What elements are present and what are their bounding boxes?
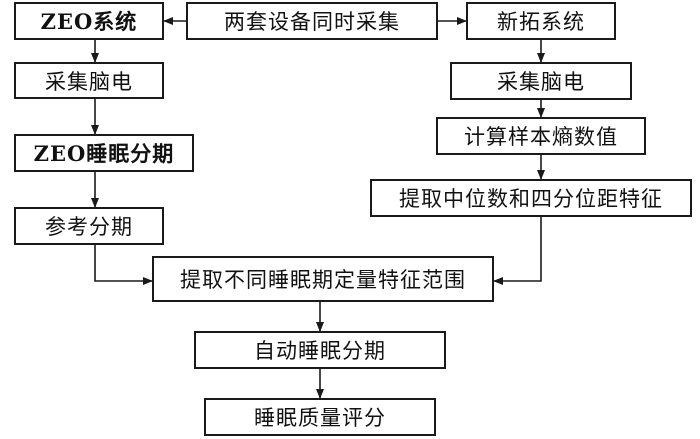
node-source-label: 两套设备同时采集 — [224, 10, 400, 34]
arrow-reference-staging-to-feature-range — [94, 245, 153, 285]
node-xintuo-eeg: 采集脑电 — [450, 62, 632, 100]
arrow-median-iqr-to-feature-range — [493, 217, 542, 285]
node-xintuo-system-label: 新拓系统 — [497, 10, 585, 34]
node-quality-score-label: 睡眠质量评分 — [254, 406, 386, 430]
node-sample-entropy-label: 计算样本熵数值 — [464, 125, 618, 149]
node-zeo-system: ZEO系统 — [14, 2, 164, 40]
node-zeo-system-label: ZEO系统 — [40, 9, 138, 34]
node-reference-staging-label: 参考分期 — [45, 215, 133, 239]
node-auto-staging-label: 自动睡眠分期 — [254, 339, 386, 363]
node-zeo-eeg: 采集脑电 — [14, 62, 164, 99]
node-zeo-eeg-label: 采集脑电 — [45, 69, 133, 94]
node-feature-range: 提取不同睡眠期定量特征范围 — [152, 256, 494, 302]
node-quality-score: 睡眠质量评分 — [204, 398, 436, 436]
node-median-iqr: 提取中位数和四分位距特征 — [370, 179, 692, 217]
node-xintuo-eeg-label: 采集脑电 — [497, 70, 585, 94]
node-zeo-staging: ZEO睡眠分期 — [14, 134, 194, 172]
node-reference-staging: 参考分期 — [14, 207, 164, 245]
node-source: 两套设备同时采集 — [186, 2, 438, 40]
node-sample-entropy: 计算样本熵数值 — [436, 117, 646, 155]
node-zeo-staging-label: ZEO睡眠分期 — [33, 141, 175, 166]
node-auto-staging: 自动睡眠分期 — [194, 331, 446, 369]
node-xintuo-system: 新拓系统 — [466, 2, 616, 40]
node-median-iqr-label: 提取中位数和四分位距特征 — [399, 187, 663, 211]
node-feature-range-label: 提取不同睡眠期定量特征范围 — [180, 268, 466, 292]
